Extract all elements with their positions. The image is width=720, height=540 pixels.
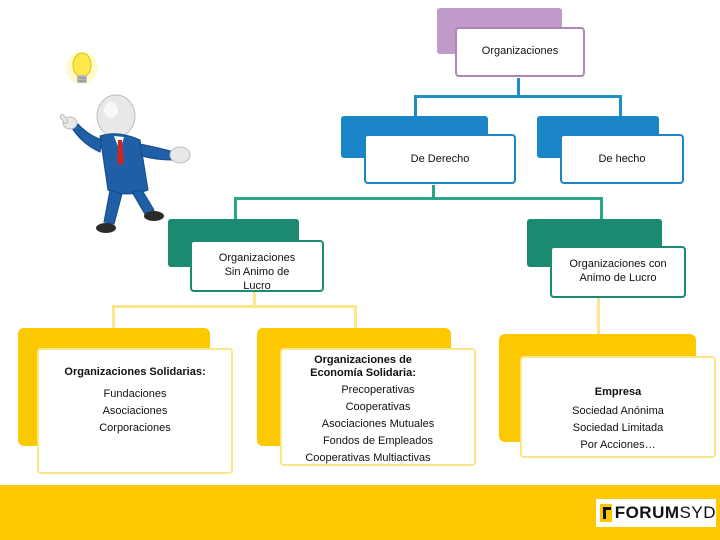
connector-level1-horizontal bbox=[414, 95, 622, 98]
connector-level3-left-drop bbox=[112, 305, 115, 329]
root-node-label: Organizaciones bbox=[481, 45, 559, 57]
businessman-illustration bbox=[59, 52, 191, 233]
root-node: Organizaciones bbox=[455, 27, 585, 77]
empresa-title: Empresa bbox=[594, 386, 642, 398]
hecho-node: De hecho bbox=[560, 134, 684, 184]
economia-item: Fondos de Empleados bbox=[322, 435, 434, 447]
connector-level3-horizontal bbox=[112, 305, 357, 308]
sin-animo-node-label: Organizaciones Sin Animo de Lucro bbox=[218, 252, 296, 292]
solidarias-item: Corporaciones bbox=[99, 421, 171, 434]
logo-text-bold: FORUM bbox=[614, 503, 680, 522]
solidarias-title: Organizaciones Solidarias: bbox=[64, 366, 206, 378]
empresa-item: Por Acciones… bbox=[580, 438, 656, 451]
connector-level1-left-drop bbox=[414, 95, 417, 117]
lightbulb-icon bbox=[66, 52, 98, 84]
connector-sinanimo-vertical bbox=[253, 292, 256, 306]
derecho-node-label: De Derecho bbox=[410, 153, 470, 165]
sin-animo-node: Organizaciones Sin Animo de Lucro bbox=[190, 240, 324, 292]
connector-level2-right-drop bbox=[600, 197, 603, 219]
logo-mark-icon bbox=[600, 504, 612, 522]
connector-level2-horizontal bbox=[234, 197, 603, 200]
logo-text-light: SYD bbox=[679, 503, 716, 522]
hecho-node-label: De hecho bbox=[598, 153, 646, 165]
economia-item: Cooperativas bbox=[345, 401, 411, 413]
solidarias-card: Organizaciones Solidarias: Fundaciones A… bbox=[37, 348, 233, 474]
connector-root-vertical bbox=[517, 78, 520, 96]
con-animo-node-label: Organizaciones con Animo de Lucro bbox=[569, 258, 667, 284]
derecho-node: De Derecho bbox=[364, 134, 516, 184]
con-animo-node: Organizaciones con Animo de Lucro bbox=[550, 246, 686, 298]
empresa-item: Sociedad Anónima bbox=[572, 404, 664, 417]
empresa-item: Sociedad Limitada bbox=[572, 421, 664, 434]
connector-conanimo-vertical bbox=[597, 298, 600, 334]
forumsyd-logo: FORUM SYD bbox=[596, 499, 716, 527]
economia-item: Cooperativas Multiactivas bbox=[305, 452, 431, 464]
solidarias-item: Fundaciones bbox=[103, 387, 167, 400]
solidarias-item: Asociaciones bbox=[102, 404, 168, 417]
economia-item: Asociaciones Mutuales bbox=[321, 418, 435, 430]
connector-level2-left-drop bbox=[234, 197, 237, 219]
economia-card: Organizaciones de Economía Solidaria: Pr… bbox=[280, 348, 476, 466]
economia-item: Precoperativas bbox=[341, 384, 415, 396]
empresa-card: Empresa Sociedad Anónima Sociedad Limita… bbox=[520, 356, 716, 458]
connector-level1-right-drop bbox=[619, 95, 622, 117]
connector-level3-mid-drop bbox=[354, 305, 357, 329]
economia-title: Organizaciones de Economía Solidaria: bbox=[310, 354, 416, 379]
connector-derecho-vertical bbox=[432, 185, 435, 199]
